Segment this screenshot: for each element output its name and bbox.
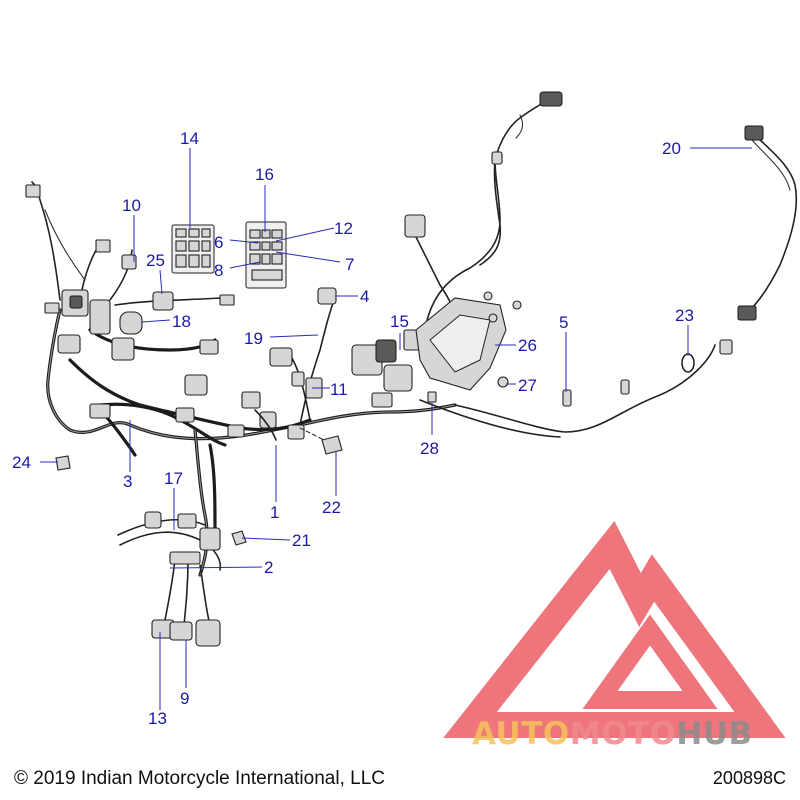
callout-18: 18 <box>172 312 191 331</box>
callout-5: 5 <box>559 313 568 332</box>
callout-13: 13 <box>148 709 167 728</box>
callout-10: 10 <box>122 196 141 215</box>
callout-27: 27 <box>518 376 537 395</box>
fuse-box-14 <box>171 224 215 274</box>
figure-code: 200898C <box>712 768 786 788</box>
callout-numbers: 1 2 3 4 5 6 7 8 9 10 11 12 13 14 15 16 1… <box>12 129 694 728</box>
grommet-23 <box>681 353 695 373</box>
watermark-logo <box>443 521 786 738</box>
fuse-box-16 <box>245 221 287 289</box>
callout-16: 16 <box>255 165 274 184</box>
callout-22: 22 <box>322 498 341 517</box>
middle-connectors <box>241 287 337 440</box>
callout-15: 15 <box>390 312 409 331</box>
callout-11: 11 <box>330 380 348 399</box>
callout-20: 20 <box>662 139 681 158</box>
upper-harness <box>409 99 549 331</box>
harness-1 <box>254 409 277 441</box>
callout-1: 1 <box>270 503 279 522</box>
watermark-word-moto: MOTO <box>569 716 677 752</box>
callout-19: 19 <box>244 329 263 348</box>
bracket-26 <box>415 297 507 391</box>
callout-14: 14 <box>180 129 199 148</box>
callout-12: 12 <box>334 219 353 238</box>
callout-8: 8 <box>214 261 223 280</box>
watermark-triangle-inner <box>582 614 718 709</box>
left-connector-cluster <box>25 184 245 438</box>
copyright-text: © 2019 Indian Motorcycle International, … <box>14 768 385 789</box>
callout-26: 26 <box>518 336 537 355</box>
leader-lines <box>40 147 752 710</box>
lower-cluster <box>117 511 222 647</box>
callout-25: 25 <box>146 251 165 270</box>
connector-20-bottom <box>737 305 757 321</box>
callout-21: 21 <box>292 531 311 550</box>
callout-2: 2 <box>264 558 273 577</box>
connector-20-top <box>744 125 764 141</box>
callout-17: 17 <box>164 469 183 488</box>
callout-6: 6 <box>214 233 223 252</box>
upper-connectors <box>491 91 733 355</box>
relay-group-15 <box>351 214 426 408</box>
fasteners <box>55 291 630 546</box>
harness-20 <box>737 125 798 321</box>
watermark-wordmark: AUTOMOTOHUB <box>472 716 753 752</box>
watermark-word-hub: HUB <box>676 716 753 752</box>
callout-4: 4 <box>360 287 369 306</box>
callout-3: 3 <box>123 472 132 491</box>
watermark-triangle-outer <box>443 521 786 738</box>
watermark-word-auto: AUTO <box>472 716 570 752</box>
callout-9: 9 <box>180 689 189 708</box>
callout-7: 7 <box>345 255 354 274</box>
callout-28: 28 <box>420 439 439 458</box>
callout-24: 24 <box>12 453 31 472</box>
callout-23: 23 <box>675 306 694 325</box>
